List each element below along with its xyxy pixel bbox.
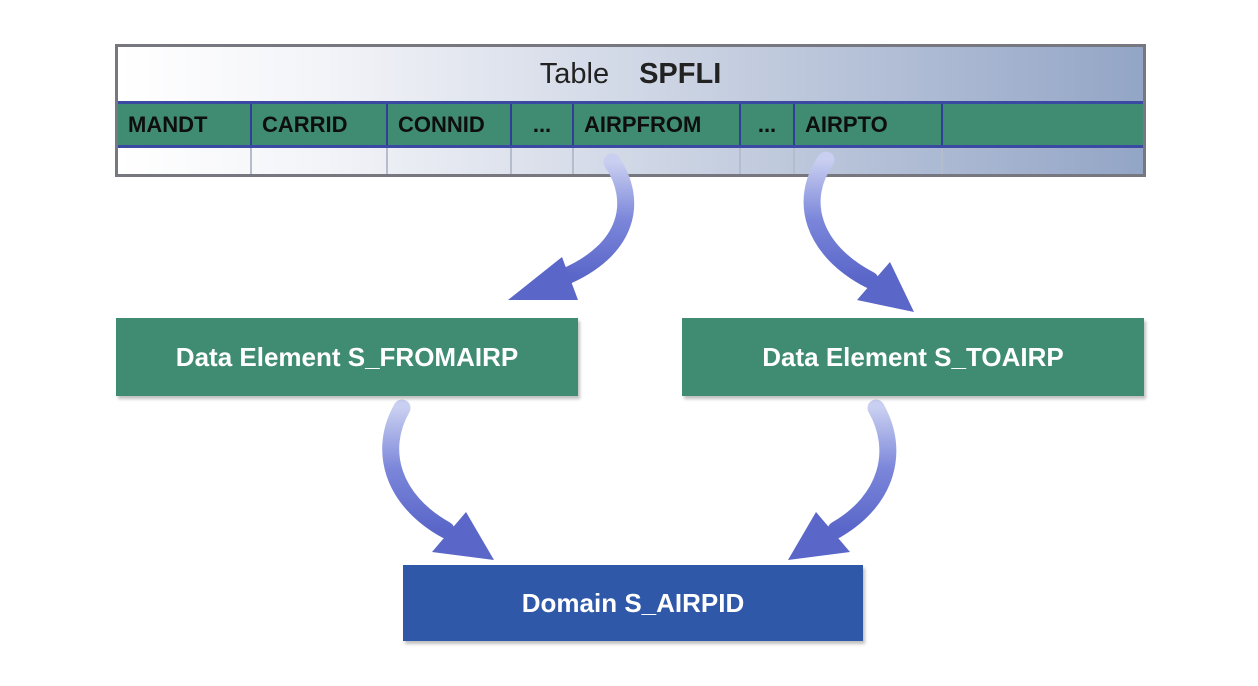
column-airpto: AIRPTO — [795, 104, 943, 145]
column-connid: CONNID — [388, 104, 512, 145]
column-airpfrom: AIRPFROM — [574, 104, 741, 145]
table-cell — [795, 148, 943, 174]
data-element-s-fromairp: Data Element S_FROMAIRP — [116, 318, 578, 396]
column-ellipsis-2: ... — [741, 104, 795, 145]
table-empty-row — [118, 148, 1143, 174]
table-cell — [118, 148, 252, 174]
domain-s-airpid: Domain S_AIRPID — [403, 565, 863, 641]
column-mandt: MANDT — [118, 104, 252, 145]
arrow-airpto-to-dataelement-icon — [803, 151, 914, 312]
column-ellipsis-1: ... — [512, 104, 574, 145]
table-spfli: Table SPFLI MANDT CARRID CONNID ... AIRP… — [115, 44, 1146, 177]
table-cell — [252, 148, 388, 174]
table-cell — [388, 148, 512, 174]
arrow-airpfrom-to-dataelement-icon — [508, 153, 635, 300]
arrow-fromairp-to-domain-icon — [382, 399, 494, 560]
table-name: SPFLI — [639, 57, 722, 90]
data-element-s-toairp: Data Element S_TOAIRP — [682, 318, 1144, 396]
table-label: Table — [539, 57, 610, 90]
table-header-row: MANDT CARRID CONNID ... AIRPFROM ... AIR… — [118, 101, 1143, 148]
column-carrid: CARRID — [252, 104, 388, 145]
table-cell — [741, 148, 795, 174]
table-title: Table SPFLI — [118, 47, 1143, 101]
arrow-toairp-to-domain-icon — [788, 399, 897, 560]
table-cell — [512, 148, 574, 174]
table-cell — [574, 148, 741, 174]
